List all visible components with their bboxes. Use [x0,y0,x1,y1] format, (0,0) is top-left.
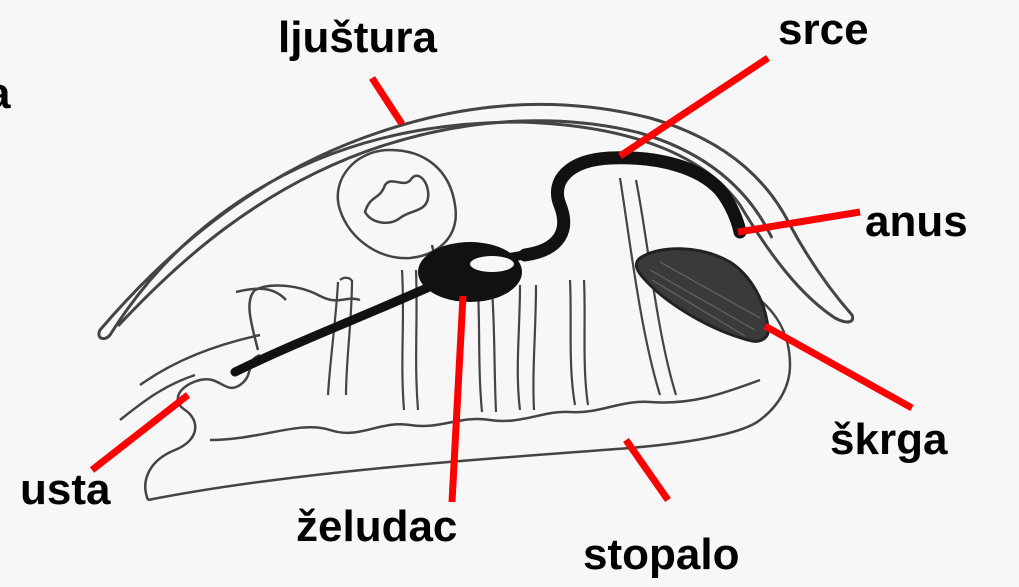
leader-line-stopalo [626,440,668,500]
leader-line-zeludac [452,296,463,502]
label-shell: ljuštura [278,16,437,60]
gill [636,249,768,342]
leader-line-anus [738,212,860,232]
label-mouth: usta [20,468,110,512]
leader-line-usta [92,395,188,470]
label-heart: srce [778,8,869,52]
leader-line-skrga [765,326,912,408]
edge-fragment-label: a [0,72,10,116]
label-stomach: želudac [296,505,457,549]
label-anus: anus [865,200,968,244]
leader-line-srce [620,58,768,156]
label-foot: stopalo [583,533,739,577]
leader-line-ljustura [372,78,402,124]
label-gill: škrga [830,418,947,462]
